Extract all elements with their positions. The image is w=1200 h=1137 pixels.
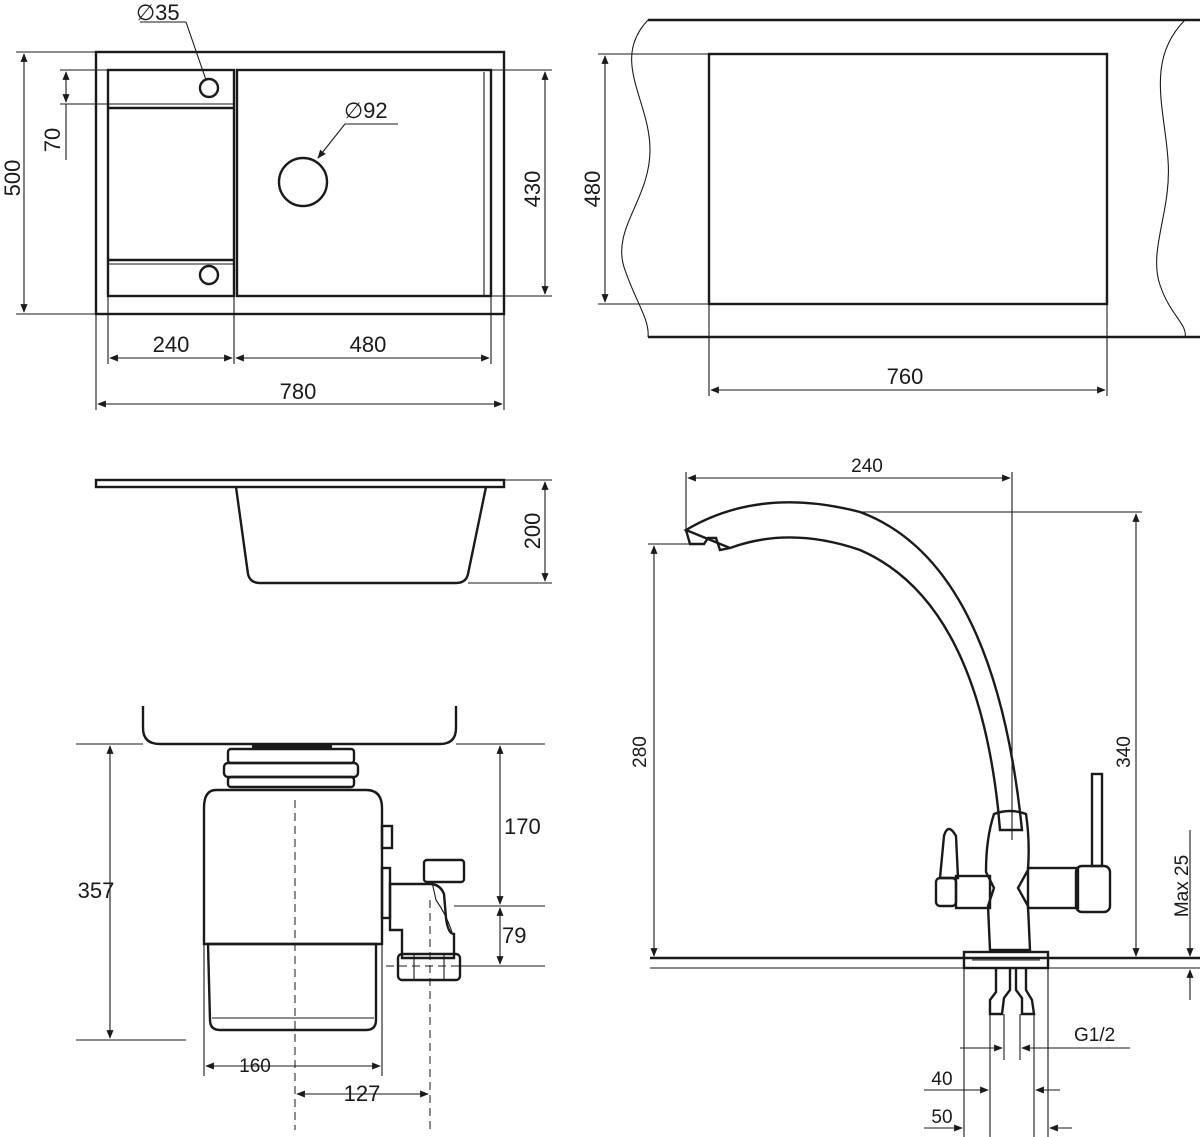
hose-spacing-label: 40 bbox=[931, 1069, 952, 1090]
outlet-nut bbox=[396, 952, 462, 982]
outlet-height-label: 170 bbox=[504, 814, 541, 839]
outlet-offset-label: 127 bbox=[344, 1081, 381, 1106]
cutout-depth-label: 480 bbox=[580, 171, 605, 208]
drain-diameter-label: ∅92 bbox=[344, 98, 388, 123]
sink-section-view: 200 bbox=[94, 478, 552, 585]
tap-hole-offset-label: 70 bbox=[40, 128, 65, 152]
tap-hole-top bbox=[198, 77, 220, 99]
base-width-label: 50 bbox=[931, 1107, 952, 1128]
thread-label: G1/2 bbox=[1074, 1025, 1115, 1046]
sink-top-view: ∅35 ∅92 500 70 430 240 480 780 bbox=[0, 0, 552, 410]
spout-height-label: 280 bbox=[630, 736, 651, 768]
outlet-elbow bbox=[388, 882, 456, 960]
sink-bottom bbox=[141, 706, 458, 746]
disposer-motor-body bbox=[202, 788, 384, 946]
disposer-height-label: 357 bbox=[78, 878, 115, 903]
faucet-view: 240 280 340 Max 25 G1/2 40 50 bbox=[630, 456, 1200, 1137]
bowl-width-label: 480 bbox=[350, 332, 387, 357]
faucet-right-lever bbox=[1090, 772, 1104, 868]
disposer-view: 357 170 79 160 127 bbox=[76, 706, 545, 1130]
bowl-depth-label: 430 bbox=[520, 171, 545, 208]
faucet-base bbox=[962, 950, 1050, 970]
cutout-rectangle bbox=[707, 52, 1109, 306]
faucet-left-handle bbox=[938, 827, 960, 880]
disposer-base bbox=[206, 942, 378, 1032]
drainer-width-label: 240 bbox=[153, 332, 190, 357]
cutout-view: 480 760 bbox=[580, 18, 1200, 396]
faucet-right-lever-base bbox=[1074, 864, 1112, 914]
outlet-spacing-label: 79 bbox=[502, 923, 526, 948]
sink-outline bbox=[94, 50, 506, 316]
disposer-width-label: 160 bbox=[239, 1056, 271, 1077]
drain-hole bbox=[277, 156, 329, 208]
sink-rim bbox=[94, 478, 506, 489]
faucet-body bbox=[984, 809, 1032, 952]
faucet-spout bbox=[683, 501, 1024, 832]
drainer-area bbox=[106, 68, 236, 298]
bowl-outline bbox=[235, 68, 493, 298]
bowl-section bbox=[234, 486, 488, 585]
overall-depth-label: 500 bbox=[0, 160, 25, 197]
total-height-label: 340 bbox=[1114, 736, 1135, 768]
overall-width-label: 780 bbox=[280, 379, 317, 404]
tap-hole-diameter-label: ∅35 bbox=[136, 0, 180, 25]
max-deck-label: Max 25 bbox=[1172, 855, 1193, 917]
faucet-reach-label: 240 bbox=[851, 456, 883, 477]
tap-hole-bottom bbox=[198, 264, 220, 286]
cutout-width-label: 760 bbox=[887, 364, 924, 389]
bowl-height-label: 200 bbox=[520, 513, 545, 550]
